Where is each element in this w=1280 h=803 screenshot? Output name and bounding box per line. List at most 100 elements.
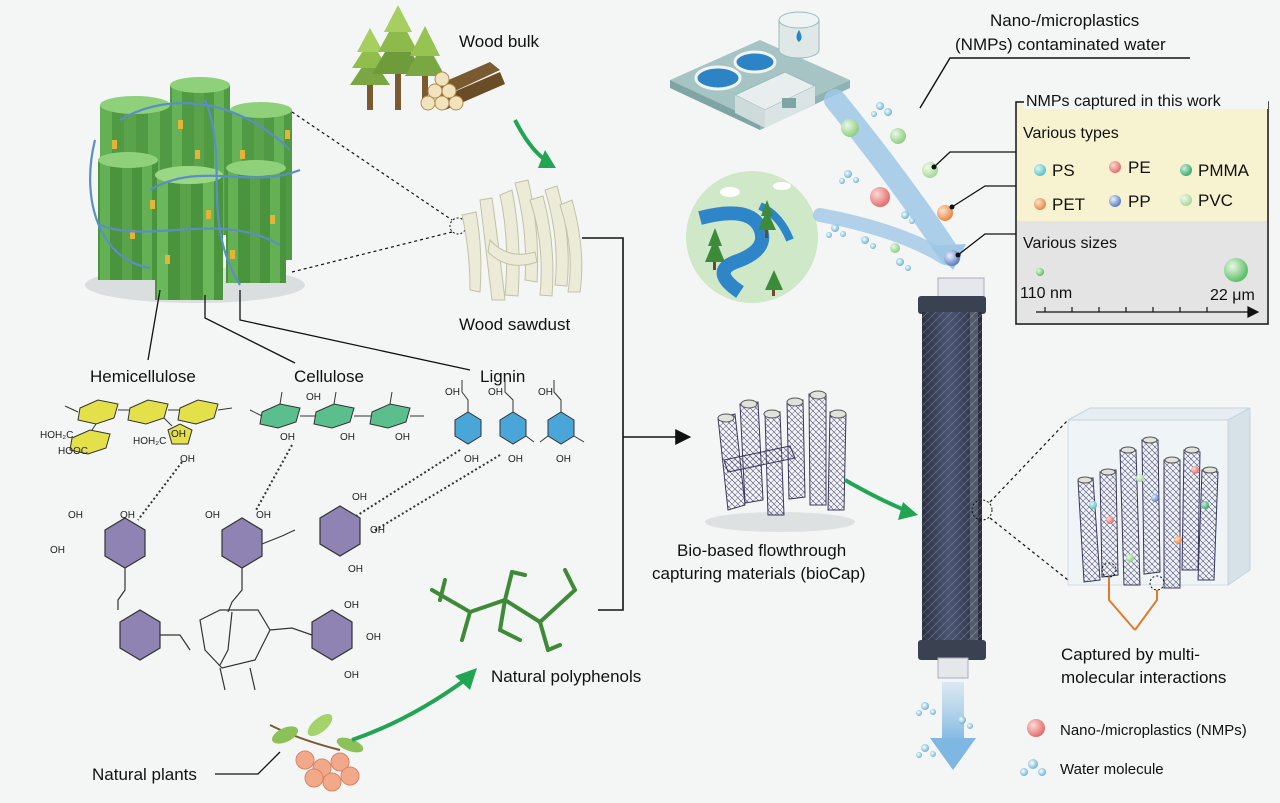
svg-text:OH: OH [180,454,195,465]
svg-text:OH: OH [538,387,553,398]
outflow-stream [942,682,964,742]
particle-to-panel-leaders [933,151,1018,256]
zoom-line-bottom [291,231,453,273]
natural-plants-label: Natural plants [92,765,197,784]
size-max-label: 22 μm [1210,287,1255,304]
size-min-label: 110 nm [1020,285,1072,302]
cube-zoom-line-bottom [989,517,1069,581]
nmp-panel [1015,95,1269,325]
river-landscape-icon [686,171,818,303]
captured-zoom-cube [1067,407,1251,631]
svg-text:PS: PS [1052,161,1075,180]
svg-text:OH: OH [445,387,460,398]
zoom-line-top [291,111,453,221]
wood-sawdust-icon [461,179,583,301]
size-axis [1036,306,1260,318]
wood-sawdust-label: Wood sawdust [459,315,570,334]
legend-water-icon [1020,759,1046,776]
wood-bulk-icon [350,5,505,111]
svg-text:OH: OH [50,545,65,556]
svg-text:OH: OH [348,564,363,575]
svg-text:OH: OH [508,454,523,465]
svg-text:OH: OH [306,392,321,403]
wood-bulk-label: Wood bulk [459,32,540,51]
size-small-particle [1036,268,1044,276]
legend: Nano-/microplastics (NMPs) Water molecul… [1020,719,1247,778]
svg-text:OH: OH [340,432,355,443]
plants-to-polyphenols-arrow [351,678,467,742]
type-ps: PS [1034,161,1075,180]
nmp-water-label-line1: Nano-/microplastics [990,11,1139,30]
svg-text:OH: OH [344,670,359,681]
water-molecules-in-flow [826,102,915,271]
svg-text:OH: OH [68,510,83,521]
svg-text:OH: OH [370,525,385,536]
legend-nmp-label: Nano-/microplastics (NMPs) [1060,722,1247,739]
water-treatment-plant-icon [670,11,850,130]
biocap-to-column-arrow [844,478,906,512]
natural-polyphenols-label: Natural polyphenols [491,667,641,686]
component-leader-lines [147,289,471,371]
svg-text:PP: PP [1128,192,1151,211]
cube-zoom-line-top [989,419,1069,503]
svg-text:OH: OH [395,432,410,443]
outflow-arrowhead [930,738,976,770]
biocap-label-line1: Bio-based flowthrough [677,541,846,560]
svg-text:OH: OH [256,510,271,521]
natural-plants-leader [215,751,281,775]
hemicellulose-structure: HOH₂C HOOC HOH₂C OH OH [40,399,233,465]
biocap-material-icon [705,390,855,532]
plants-to-polyphenols-arrowhead [455,668,477,690]
type-pvc: PVC [1180,191,1233,210]
nmp-panel-title: NMPs captured in this work [1026,93,1222,110]
svg-text:OH: OH [280,432,295,443]
svg-text:HOOC: HOOC [58,446,88,457]
hemicellulose-label: Hemicellulose [90,367,196,386]
svg-text:PVC: PVC [1198,191,1233,210]
lignin-label: Lignin [480,367,525,386]
captured-label-line2: molecular interactions [1061,668,1226,687]
svg-text:OH: OH [171,429,186,440]
polyphenol-structure: OH OH OH OH OH OH OH OH OH OH OH [50,492,385,691]
svg-text:HOH₂C: HOH₂C [133,436,166,447]
polyphenol-network-icon [430,568,577,652]
hydrogen-bond-lines [137,444,501,533]
cellulose-structure: OH OH OH OH [249,391,424,443]
size-large-particle [1224,258,1248,282]
sizes-header: Various sizes [1023,235,1117,252]
svg-text:OH: OH [344,600,359,611]
type-pet: PET [1034,195,1085,214]
svg-text:HOH₂C: HOH₂C [40,430,73,441]
legend-nmp-swatch [1027,719,1045,737]
legend-water-label: Water molecule [1060,761,1164,778]
svg-text:OH: OH [352,492,367,503]
svg-text:PET: PET [1052,195,1085,214]
filtration-column-icon [918,277,993,679]
cellulose-fiber-bundles-icon [85,77,305,303]
merge-bracket [582,237,692,611]
wood-to-sawdust-arrowhead [538,150,556,168]
nmp-water-label-line2: (NMPs) contaminated water [955,35,1166,54]
inflow-stream-top [824,89,961,266]
biocap-label-line2: capturing materials (bioCap) [652,564,866,583]
captured-label-line1: Captured by multi- [1061,645,1200,664]
types-header: Various types [1023,125,1119,142]
svg-text:OH: OH [556,454,571,465]
type-pp: PP [1109,192,1151,211]
svg-text:OH: OH [488,387,503,398]
type-pe: PE [1109,158,1151,177]
inflow-stream-side [813,208,952,265]
biocap-to-column-arrowhead [898,502,918,520]
svg-text:PE: PE [1128,158,1151,177]
nmp-water-leader [919,57,1190,109]
svg-text:OH: OH [205,510,220,521]
cellulose-label: Cellulose [294,367,364,386]
svg-text:OH: OH [366,632,381,643]
water-molecules-outflow [916,702,973,758]
natural-plants-icon [269,713,364,792]
svg-text:OH: OH [120,510,135,521]
type-pmma: PMMA [1180,161,1250,180]
svg-text:OH: OH [464,454,479,465]
